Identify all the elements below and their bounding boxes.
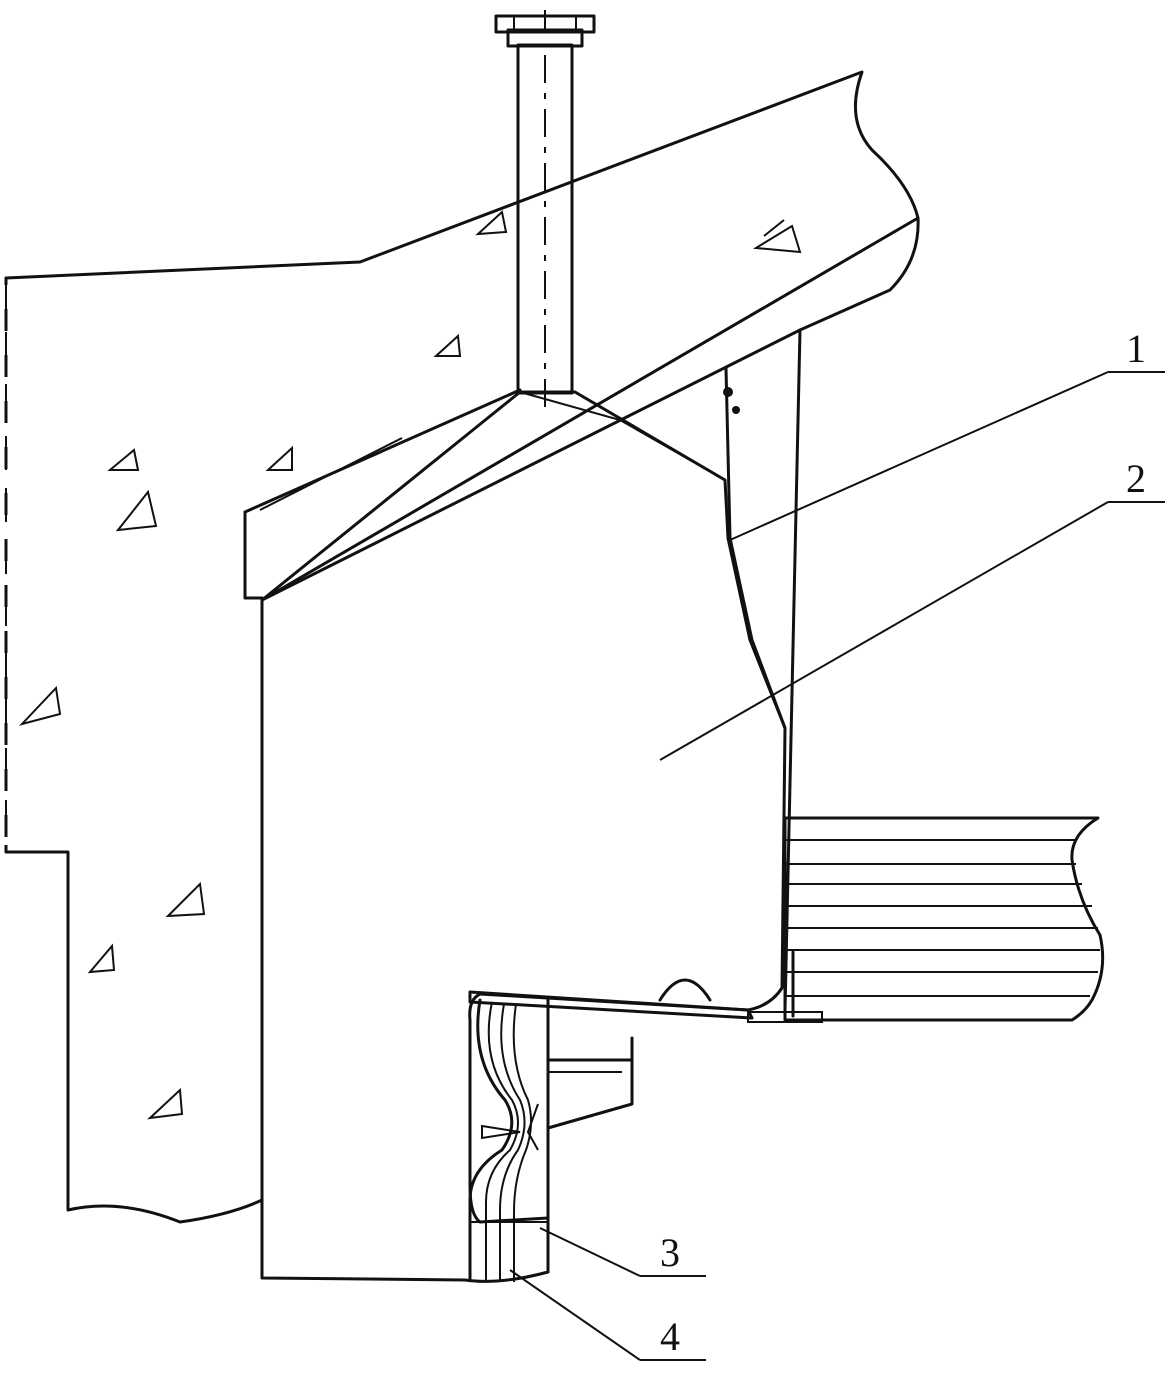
- concrete-left-mass: [3, 70, 920, 1224]
- roof-slab: [243, 216, 920, 602]
- bottom-plate: [468, 978, 754, 1020]
- label-1: 1: [1126, 326, 1146, 371]
- label-3: 3: [660, 1230, 680, 1275]
- vertical-sleeve: [468, 998, 550, 1282]
- vertical-pipe: [494, 10, 596, 410]
- label-4: 4: [660, 1314, 680, 1359]
- fill-block: [260, 390, 787, 1283]
- callout-labels: 1 2 3 4: [660, 326, 1146, 1359]
- label-2: 2: [1126, 456, 1146, 501]
- right-layered-slab: [747, 816, 1105, 1023]
- leader-lines: [509, 371, 1165, 1361]
- support-bracket: [546, 1036, 634, 1130]
- drain-sheet: [723, 328, 802, 1012]
- aggregate-marks: [18, 210, 802, 1120]
